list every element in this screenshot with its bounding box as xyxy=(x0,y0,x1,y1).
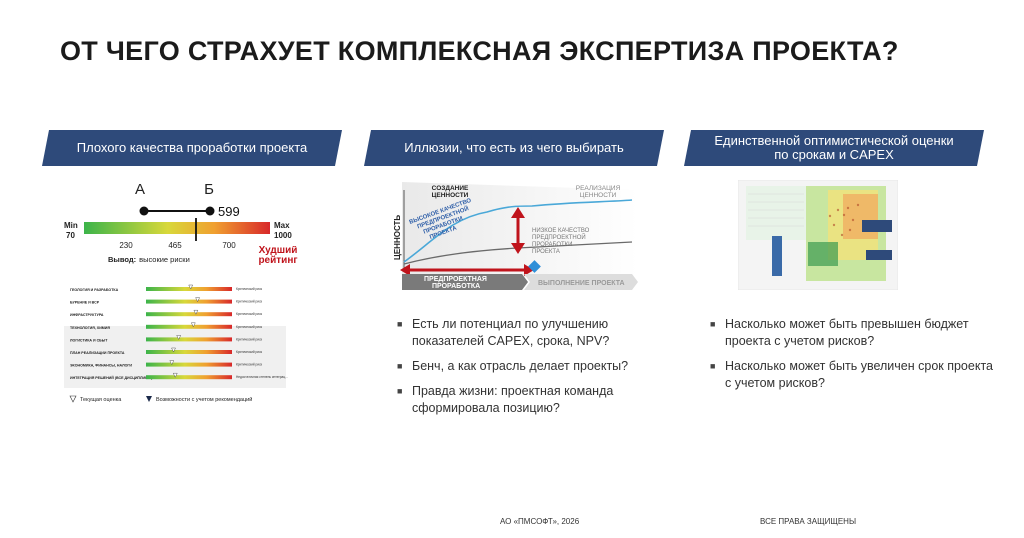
estimate-screenshot xyxy=(738,180,898,290)
phase-2-bar xyxy=(524,274,638,290)
risk-row-label: ИНТЕГРАЦИЯ РЕШЕНИЙ (ВСЕ ДИСЦИПЛИНЫ) xyxy=(70,376,153,380)
gauge-bar xyxy=(84,222,270,234)
risk-row-label: ПЛАН РЕАЛИЗАЦИИ ПРОЕКТА xyxy=(70,351,125,355)
bullet-item: Бенч, а как отрасль делает проекты? xyxy=(397,358,682,375)
gauge-tick-465: 465 xyxy=(168,241,182,250)
gauge-label-b: Б xyxy=(204,181,214,198)
risk-row-status: Критический риск xyxy=(236,312,263,316)
risk-row-marker xyxy=(193,310,199,315)
bullet-item: Насколько может быть превышен бюджет про… xyxy=(710,316,1000,350)
risk-row-label: ИНФРАСТРУКТУРА xyxy=(70,313,104,317)
risk-row-bar xyxy=(146,287,232,291)
phase-1-bar xyxy=(402,274,528,290)
risk-row-bar xyxy=(146,350,232,354)
risk-row-marker xyxy=(171,347,176,353)
bullet-list-illusion: Есть ли потенциал по улучшению показател… xyxy=(397,316,682,425)
risk-row-label: ЛОГИСТИКА И СБЫТ xyxy=(70,338,108,342)
y-axis-label: ЦЕННОСТЬ xyxy=(393,215,402,260)
risk-row-status: Критический риск xyxy=(236,300,263,304)
risk-row-marker xyxy=(188,284,194,290)
gauge-point-b xyxy=(205,206,215,216)
risk-row-bar xyxy=(146,375,232,380)
risk-row-status: Критический риск xyxy=(236,325,263,329)
risk-row-marker xyxy=(176,335,182,340)
risk-row-marker xyxy=(169,360,175,366)
high-quality-curve xyxy=(403,199,633,263)
gauge-max-label: Max xyxy=(274,221,290,230)
gauge-max-value: 1000 xyxy=(274,231,292,240)
risk-row-status: Критический риск xyxy=(236,287,263,291)
worst-rating-label: Худший рейтинг xyxy=(258,246,298,266)
risk-row-label: БУРЕНИЕ И ВСР xyxy=(70,301,100,305)
legend-potential-icon xyxy=(146,396,152,402)
risk-row-marker xyxy=(190,322,196,328)
legend-current-icon xyxy=(69,395,77,403)
risk-row-bar xyxy=(146,362,232,367)
gauge-label-a: А xyxy=(135,181,145,198)
risk-row-bar xyxy=(146,312,232,317)
footer-company: АО «ПМСОФТ», 2026 xyxy=(500,517,580,526)
legend-current-label: Текущая оценка xyxy=(80,397,122,403)
phase-2-label: ВЫПОЛНЕНИЕ ПРОЕКТА xyxy=(538,280,625,287)
risk-row-bar xyxy=(146,299,232,304)
gauge-value-b: 599 xyxy=(218,204,240,219)
gauge-conclusion: Вывод:высокие риски xyxy=(108,255,190,264)
risk-row-label: ГЕОЛОГИЯ И РАЗРАБОТКА xyxy=(70,288,119,292)
gauge-point-a xyxy=(139,206,149,216)
column-header-illusion: Иллюзии, что есть из чего выбирать xyxy=(364,130,664,166)
page-title: ОТ ЧЕГО СТРАХУЕТ КОМПЛЕКСНАЯ ЭКСПЕРТИЗА … xyxy=(60,36,899,66)
gauge-tick-230: 230 xyxy=(119,241,133,250)
risk-row-marker xyxy=(172,372,178,378)
risk-gauge: А Б 599 Min 70 Max 1000 230 465 700 Выво… xyxy=(64,181,298,266)
risk-row-status: Критический риск xyxy=(236,363,263,367)
risk-row-marker xyxy=(195,297,200,303)
risk-row-bar xyxy=(146,337,232,342)
bullet-item: Насколько может быть увеличен срок проек… xyxy=(710,358,1000,392)
risk-row-label: ТЕХНОЛОГИЯ, ХИМИЯ xyxy=(70,326,110,330)
footer-rights: ВСЕ ПРАВА ЗАЩИЩЕНЫ xyxy=(760,517,857,526)
risk-row-label: ЭКОНОМИКА, ФИНАНСЫ, НАЛОГИ xyxy=(70,364,132,368)
risk-row-bar xyxy=(146,324,232,329)
risk-row-status: Недостаточная степень интеграц… xyxy=(236,375,288,379)
bullet-list-estimate: Насколько может быть превышен бюджет про… xyxy=(710,316,1000,400)
gauge-min-value: 70 xyxy=(66,231,75,240)
bullet-item: Правда жизни: проектная команда сформиро… xyxy=(397,383,682,417)
bullet-item: Есть ли потенциал по улучшению показател… xyxy=(397,316,682,350)
gauge-tick-700: 700 xyxy=(222,241,236,250)
column-header-estimate: Единственной оптимистической оценки по с… xyxy=(684,130,984,166)
risk-row-status: Критический риск xyxy=(236,350,263,354)
gauge-min-label: Min xyxy=(64,221,78,230)
risk-row-status: Критический риск xyxy=(236,337,263,341)
legend-potential-label: Возможности с учетом рекомендаций xyxy=(156,396,252,403)
column-header-quality: Плохого качества проработки проекта xyxy=(42,130,342,166)
